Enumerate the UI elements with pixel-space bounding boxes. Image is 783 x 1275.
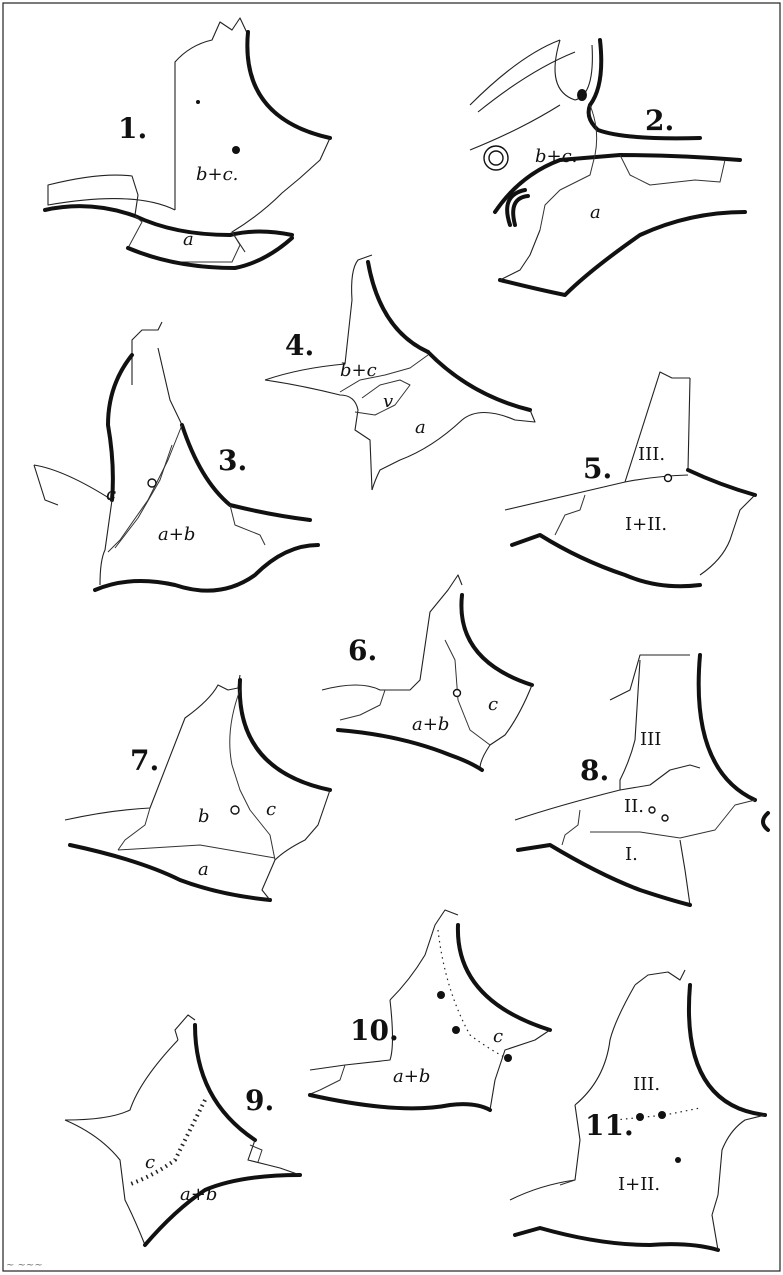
foramen-dot <box>675 1157 681 1163</box>
foramen-dot <box>437 991 445 999</box>
region-label-a-b: a+b <box>393 1066 430 1087</box>
foramen-dot <box>658 1111 666 1119</box>
figure-number: 11. <box>585 1109 634 1142</box>
foramen-dot <box>232 146 240 154</box>
region-label-ii: II. <box>624 796 644 817</box>
region-label-iii: III. <box>638 444 665 465</box>
figure-number: 8. <box>580 754 609 787</box>
region-label-v: v <box>383 391 393 412</box>
corner-scribble: ~ ~~~ <box>6 1260 43 1271</box>
region-label-i: I. <box>625 844 638 865</box>
region-label-b-c: b+c <box>340 360 377 381</box>
figure-10: 10. c a+b <box>308 910 550 1110</box>
figure-6: 6. c a+b <box>322 575 532 770</box>
region-label-a: a <box>590 202 601 223</box>
region-label-c: c <box>266 799 276 820</box>
figure-2: 2. b+c. a <box>470 40 745 295</box>
crescent-mark <box>763 813 768 830</box>
region-label-a-b: a+b <box>180 1184 217 1205</box>
region-label-iii: III. <box>633 1074 660 1095</box>
foramen-dot <box>636 1113 644 1121</box>
region-label-c: c <box>145 1152 155 1173</box>
region-label-i-ii: I+II. <box>625 514 667 535</box>
region-label-b-c: b+c. <box>535 146 577 167</box>
figure-number: 6. <box>348 634 377 667</box>
small-dot <box>196 100 200 104</box>
region-label-c: c <box>493 1026 503 1047</box>
figure-number: 9. <box>245 1084 274 1117</box>
region-label-b-c: b+c. <box>196 164 238 185</box>
region-label-a: a <box>415 417 426 438</box>
foramen <box>665 475 672 482</box>
figure-3: 3. c a+b <box>34 322 318 591</box>
plate-frame <box>3 3 780 1271</box>
figure-7: 7. b c a <box>65 675 330 900</box>
figure-number: 2. <box>645 104 674 137</box>
figure-number: 10. <box>350 1014 399 1047</box>
figure-number: 4. <box>285 329 314 362</box>
figure-11: 11. III. I+II. <box>510 970 765 1250</box>
foramen <box>454 690 461 697</box>
foramen <box>231 806 239 814</box>
foramen-dot <box>504 1054 512 1062</box>
figure-1: 1. b+c. a <box>45 18 330 268</box>
foramen <box>148 479 156 487</box>
foramen-dot <box>452 1026 460 1034</box>
region-label-c: c <box>106 484 116 505</box>
figure-number: 7. <box>130 744 159 777</box>
foramen <box>649 807 655 813</box>
region-label-iii: III <box>640 729 661 750</box>
figure-number: 1. <box>118 112 147 145</box>
foramen <box>662 815 668 821</box>
suture-dotted <box>128 1100 205 1185</box>
figure-4: 4. b+c v a <box>265 255 535 490</box>
region-label-a-b: a+b <box>158 524 195 545</box>
region-label-b: b <box>198 806 210 827</box>
figure-9: 9. c a+b <box>65 1015 300 1245</box>
region-label-i-ii: I+II. <box>618 1174 660 1195</box>
region-label-a: a <box>198 859 209 880</box>
figure-number: 3. <box>218 444 247 477</box>
region-label-a-b: a+b <box>412 714 449 735</box>
figure-number: 5. <box>583 452 612 485</box>
figure-5: 5. III. I+II. <box>505 372 755 586</box>
region-label-c: c <box>488 694 498 715</box>
region-label-a: a <box>183 229 194 250</box>
figure-8: 8. III II. I. <box>515 655 768 905</box>
foramen-dot <box>577 89 587 101</box>
